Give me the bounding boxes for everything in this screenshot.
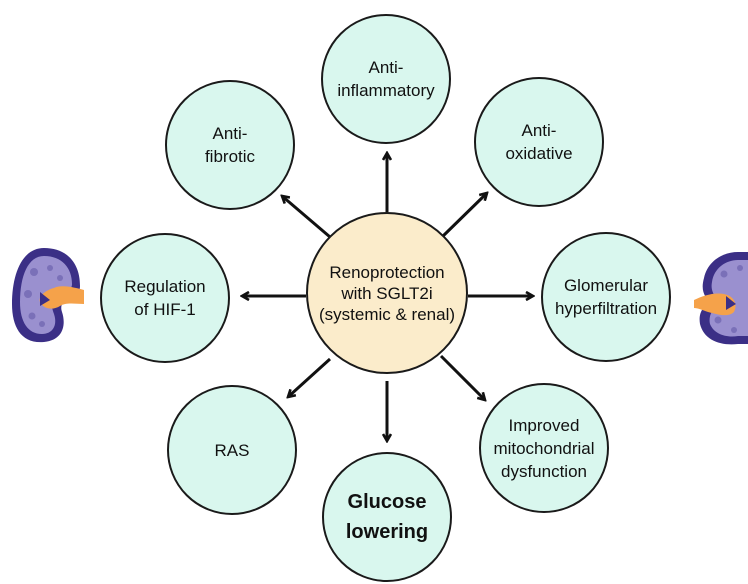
node-anti-oxidative: Anti- oxidative <box>474 77 604 207</box>
node-label: RAS <box>214 440 250 460</box>
node-anti-inflammatory: Anti- inflammatory <box>321 14 451 144</box>
kidney-icon-left <box>12 248 84 343</box>
node-hif1: Regulation of HIF-1 <box>100 233 230 363</box>
node-label: Glomerular hyperfiltration <box>554 276 658 318</box>
node-label: Anti- fibrotic <box>204 124 256 166</box>
node-glomerular-hyperfiltration: Glomerular hyperfiltration <box>541 232 671 362</box>
arrow-to-mitochondrial <box>439 354 485 400</box>
arrow-to-ras <box>288 357 332 397</box>
node-label: Glucose lowering <box>345 491 429 543</box>
node-label: Regulation of HIF-1 <box>124 277 206 319</box>
node-label: Anti- oxidative <box>505 121 573 163</box>
node-label: Improved mitochondrial dysfunction <box>493 415 595 481</box>
node-mitochondrial: Improved mitochondrial dysfunction <box>479 383 609 513</box>
arrow-to-anti-fibrotic <box>282 196 331 239</box>
node-center-renoprotection: Renoprotection with SGLT2i (systemic & r… <box>306 212 468 374</box>
arrow-to-anti-oxidative <box>440 193 487 239</box>
center-label: Renoprotection with SGLT2i (systemic & r… <box>318 262 456 324</box>
node-label: Anti- inflammatory <box>337 58 435 100</box>
node-ras: RAS <box>167 385 297 515</box>
node-anti-fibrotic: Anti- fibrotic <box>165 80 295 210</box>
node-glucose-lowering: Glucose lowering <box>322 452 452 582</box>
kidney-icon-right <box>694 252 748 345</box>
